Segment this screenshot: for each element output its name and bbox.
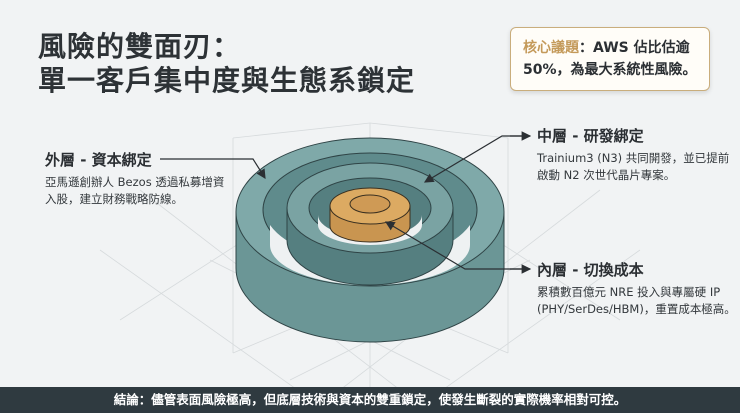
middle-layer-heading: 中層 - 研發綁定 xyxy=(537,127,644,145)
callout-separator: ： xyxy=(579,40,593,56)
middle-layer-body: Trainium3 (N3) 共同開發，並已提前啟動 N2 次世代晶片專案。 xyxy=(537,151,730,182)
callout-text-1: AWS 佔比估逾 xyxy=(593,40,690,56)
key-issue-callout: 核心議題：AWS 佔比估逾 50%，為最大系統性風險。 xyxy=(510,27,710,91)
title-line-1: 風險的雙面刃： xyxy=(38,30,242,63)
callout-text-2: 50%，為最大系統性風險。 xyxy=(523,62,697,78)
conclusion-footer: 結論：儘管表面風險極高，但底層技術與資本的雙重鎖定，使發生斷裂的實際機率相對可控… xyxy=(0,387,740,413)
page-title: 風險的雙面刃： 單一客戶集中度與生態系鎖定 xyxy=(38,30,415,98)
title-line-2: 單一客戶集中度與生態系鎖定 xyxy=(38,64,416,97)
inner-layer-body: 累積數百億元 NRE 投入與專屬硬 IP (PHY/SerDes/HBM)，重置… xyxy=(537,285,736,316)
callout-highlight: 核心議題 xyxy=(523,40,579,56)
outer-layer-heading: 外層 - 資本綁定 xyxy=(45,151,152,169)
outer-layer-body: 亞馬遜創辦人 Bezos 透過私募增資入股，建立財務戰略防線。 xyxy=(45,175,225,206)
outer-layer-label: 外層 - 資本綁定 亞馬遜創辦人 Bezos 透過私募增資入股，建立財務戰略防線… xyxy=(45,150,225,208)
inner-layer-label: 內層 - 切換成本 累積數百億元 NRE 投入與專屬硬 IP (PHY/SerD… xyxy=(537,260,737,318)
inner-layer-heading: 內層 - 切換成本 xyxy=(537,261,644,279)
middle-layer-label: 中層 - 研發綁定 Trainium3 (N3) 共同開發，並已提前啟動 N2 … xyxy=(537,126,737,184)
